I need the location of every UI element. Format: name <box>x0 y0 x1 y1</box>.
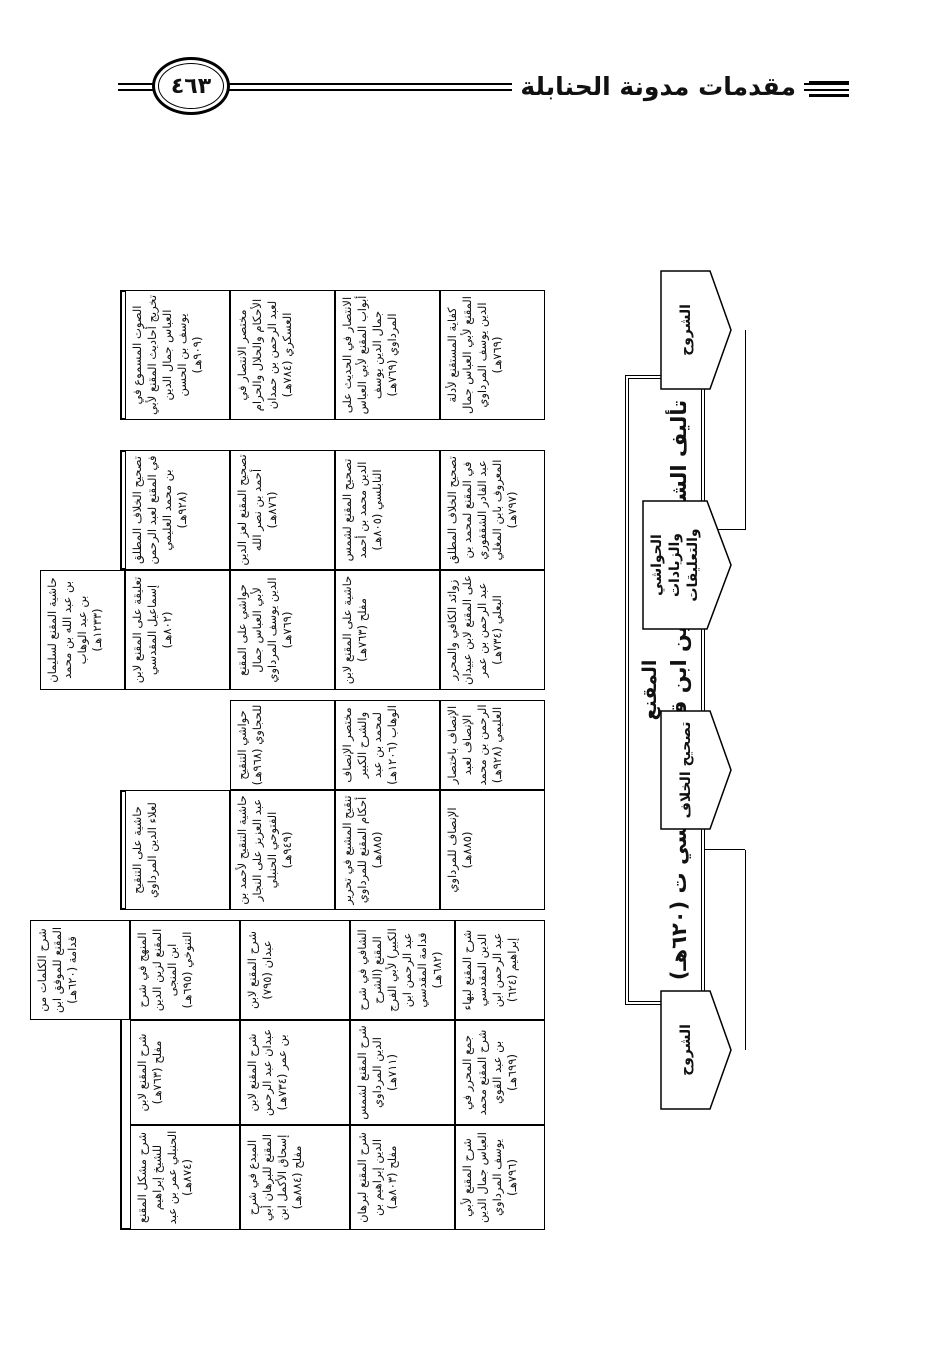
book-cell: مختصر الانتصار في الأحكام والحلال والحرا… <box>230 290 335 420</box>
book-cell: تصحيح الخلاف المطلق في المقنع لعبد الرحم… <box>125 450 230 570</box>
lineage-diagram: المقنع تأليف الشيخ موفق الدين ابن قدامة … <box>30 150 830 1230</box>
book-cell: شرح المقنع لبهاء الدين المقدسي عبد الرحم… <box>455 920 545 1020</box>
label-sharh-left: الشروح <box>660 990 732 1110</box>
book-cell: تنقيح المشبع في تحرير أحكام المقنع للمرد… <box>335 790 440 910</box>
book-cell: الإنصاف للمرداوي (٨٨٥هـ) <box>440 790 545 910</box>
book-cell: شرح المقنع لأبي العباس جمال الدين يوسف ا… <box>455 1125 545 1230</box>
book-cell: شرح المقنع لشمس الدين المرداوي (٧١١هـ) <box>350 1020 455 1125</box>
book-cell: تصحيح الخلاف المطلق في المقنع لمحمد بن ع… <box>440 450 545 570</box>
center-title: المقنع <box>639 659 661 721</box>
label-sharh-left-text: الشروح <box>678 1024 694 1076</box>
book-cell: حواشي التنقيح للحجاوي (٩٦٨هـ) <box>230 700 335 790</box>
book-cell: مختصر الإنصاف والشرح الكبير لمحمد بن عبد… <box>335 700 440 790</box>
header-rule-bottom <box>118 89 849 91</box>
book-cell: تصحيح المقنع لشمس الدين محمد بن أحمد الن… <box>335 450 440 570</box>
page-number-badge: ٤٦٣ <box>152 57 230 115</box>
book-cell: زوائد الكافي والمحرر على المقنع لابن عبي… <box>440 570 545 690</box>
label-sharh-right-text: الشروح <box>678 304 694 356</box>
book-cell: الشافي في شرح المقنع (الشرح الكبير) لأبي… <box>350 920 455 1020</box>
book-cell: شرح الكلمات من المقنع للموفق ابن قدامة (… <box>30 920 130 1020</box>
book-cell: شرح المقنع لابن عبدان عبد الرحمن بن عمر … <box>240 1020 350 1125</box>
header-rule-top <box>118 83 849 85</box>
label-tashih: تصحيح الخلاف <box>660 710 732 830</box>
center-subtitle: تأليف الشيخ موفق الدين ابن قدامة المقدسي… <box>667 399 691 981</box>
running-title: مقدمات مدونة الحنابلة <box>512 70 804 104</box>
book-cell: شرح مشكل المقنع للشيخ إبراهيم الحنبلي عم… <box>130 1125 240 1230</box>
pentagon-shape <box>660 270 732 390</box>
book-cell: حاشية على التنقيح لعلاء الدين المرداوي <box>125 790 230 910</box>
book-cell: شرح المقنع لابن عبدان (٧٩٥) <box>240 920 350 1020</box>
book-cell: الصوت المسموع في تخريج أحاديث المقنع لأب… <box>125 290 230 420</box>
pentagon-shape <box>660 710 732 830</box>
page-number: ٤٦٣ <box>158 63 224 109</box>
book-cell: حاشية على المقنع لابن مفلح (٧٦٣هـ) <box>335 570 440 690</box>
connector-left-vertical <box>745 850 746 1050</box>
connector-right-vertical <box>745 330 746 530</box>
book-cell: المبدع في شرح المقنع للبرهان أبي إسحاق ا… <box>240 1125 350 1230</box>
book-cell: تصحيح المقنع لعز الدين أحمد بن نصر الله … <box>230 450 335 570</box>
book-cell: حاشية التنقيح لأحمد بن عبد العزيز على ال… <box>230 790 335 910</box>
book-cell: حاشية المقنع لسليمان بن عبد الله بن محمد… <box>40 570 125 690</box>
pentagon-shape <box>642 500 732 630</box>
book-cell: الانتصار في الحديث على أبواب المقنع لأبي… <box>335 290 440 420</box>
label-hawashi-text: الحواشي والزيادات والتعليقات <box>649 528 701 602</box>
book-cell: المنهج في شرح المقنع لزين الدين ابن المن… <box>130 920 240 1020</box>
pentagon-shape <box>660 990 732 1110</box>
book-cell: شرح المقنع لابن مفلح (٧٦٣هـ) <box>130 1020 240 1125</box>
center-title-box: المقنع تأليف الشيخ موفق الدين ابن قدامة … <box>625 375 705 1005</box>
label-hawashi: الحواشي والزيادات والتعليقات <box>642 500 732 630</box>
book-cell: جمع المحرر في شرح المقنع محمد بن عبد الق… <box>455 1020 545 1125</box>
book-cell: تعليقة على المقنع لابن إسماعيل المقدسي (… <box>125 570 230 690</box>
header-rule-right <box>809 81 849 97</box>
book-cell: الإنصاف باختصار الإنصاف لعبد الرحمن بن م… <box>440 700 545 790</box>
book-cell: شرح المقنع لبرهان الدين إبراهيم بن مفلح … <box>350 1125 455 1230</box>
book-cell: حواشي على المقنع لأبي العباس جمال الدين … <box>230 570 335 690</box>
book-cell: كفاية المستقنع لأدلة المقنع لأبي العباس … <box>440 290 545 420</box>
label-tashih-text: تصحيح الخلاف <box>678 721 694 819</box>
label-sharh-right: الشروح <box>660 270 732 390</box>
